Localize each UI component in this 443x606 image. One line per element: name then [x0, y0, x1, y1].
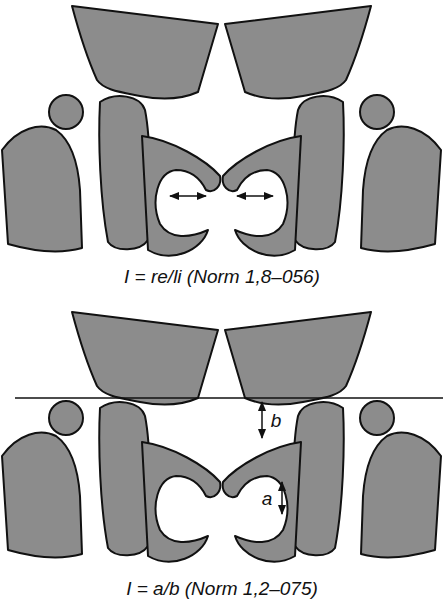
formula-caption: I = a/b (Norm 1,2–075)	[126, 579, 318, 598]
left-hip-top	[2, 6, 220, 256]
distance-arrow-a	[281, 482, 283, 514]
left-hip-bottom	[2, 312, 220, 562]
width-arrow	[237, 195, 273, 197]
formula-caption: I = re/li (Norm 1,8–056)	[124, 267, 320, 286]
width-arrow	[170, 195, 206, 197]
right-hip-top	[223, 6, 441, 256]
reference-line	[15, 397, 443, 399]
right-hip-bottom	[223, 312, 441, 562]
dimension-letter: b	[271, 411, 282, 430]
distance-arrow-b	[261, 402, 263, 438]
dimension-letter: a	[262, 489, 273, 508]
